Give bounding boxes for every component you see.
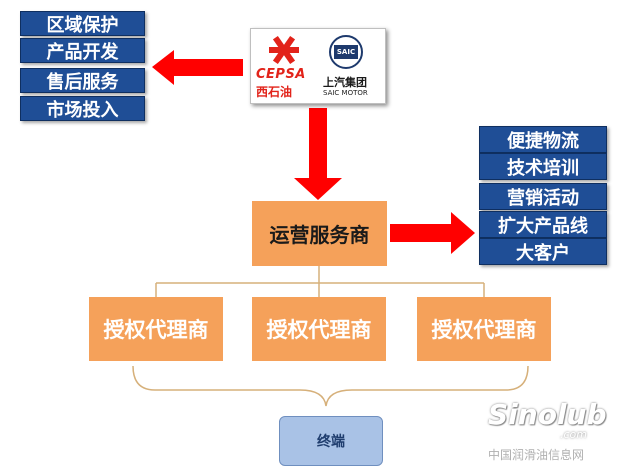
saic-badge-text: SAIC xyxy=(334,45,358,59)
left-item-after-sales: 售后服务 xyxy=(20,68,145,93)
saic-english-name: SAIC MOTOR xyxy=(323,89,368,97)
arrow-left xyxy=(152,50,243,85)
cepsa-name: CEPSA xyxy=(256,67,306,82)
saic-badge-icon: SAIC xyxy=(329,35,363,69)
cepsa-chinese-name: 西石油 xyxy=(256,85,293,99)
terminal-box: 终端 xyxy=(279,416,383,466)
left-item-region-protection: 区域保护 xyxy=(20,11,145,36)
terminal-brace xyxy=(132,365,529,407)
watermark-domain: .com xyxy=(560,428,587,441)
watermark-brand: Sinolub xyxy=(488,398,607,431)
saic-chinese-name: 上汽集团 xyxy=(323,76,367,89)
agent-box-right: 授权代理商 xyxy=(417,297,551,361)
arrow-right xyxy=(390,212,475,254)
cepsa-logo-icon xyxy=(269,35,299,65)
right-item-logistics: 便捷物流 xyxy=(479,126,607,153)
arrow-down xyxy=(294,108,342,200)
left-item-product-development: 产品开发 xyxy=(20,38,145,63)
agent-box-center: 授权代理商 xyxy=(252,297,386,361)
right-item-product-line: 扩大产品线 xyxy=(479,211,607,238)
operator-box: 运营服务商 xyxy=(252,201,387,266)
right-item-marketing: 营销活动 xyxy=(479,183,607,210)
right-item-technical-training: 技术培训 xyxy=(479,153,607,180)
left-item-market-investment: 市场投入 xyxy=(20,96,145,121)
agent-box-left: 授权代理商 xyxy=(89,297,223,361)
right-item-key-accounts: 大客户 xyxy=(479,238,607,265)
brand-logo-panel: CEPSA 西石油 SAIC 上汽集团 SAIC MOTOR xyxy=(250,28,386,104)
watermark-site-name: 中国润滑油信息网 xyxy=(488,448,585,462)
